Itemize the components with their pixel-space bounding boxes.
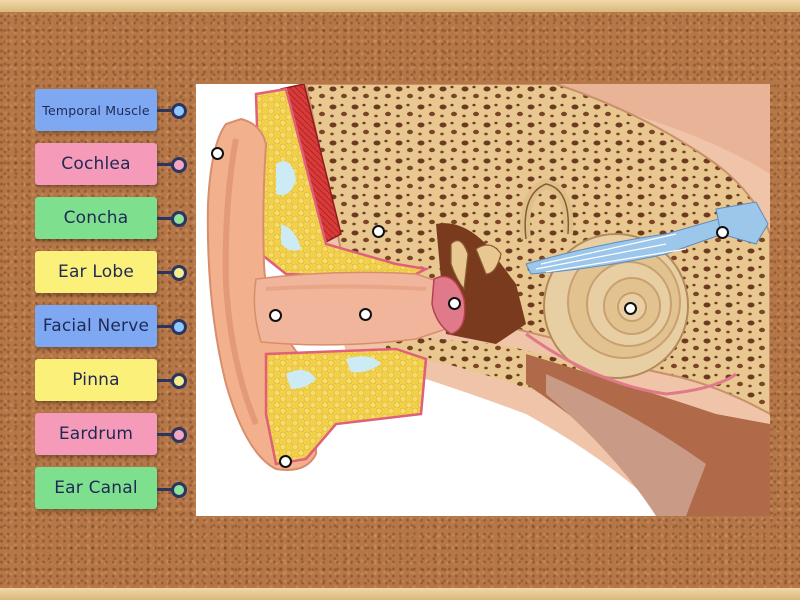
drop-target-marker[interactable] <box>269 309 282 322</box>
label-cochlea[interactable]: Cochlea <box>35 143 157 185</box>
label-knob[interactable] <box>171 319 187 335</box>
label-knob[interactable] <box>171 157 187 173</box>
label-connector <box>157 379 175 382</box>
label-concha[interactable]: Concha <box>35 197 157 239</box>
label-connector <box>157 163 175 166</box>
board-frame-top <box>0 0 800 12</box>
board-frame-bottom <box>0 588 800 600</box>
drop-target-marker[interactable] <box>624 302 637 315</box>
label-temporal-muscle[interactable]: Temporal Muscle <box>35 89 157 131</box>
label-knob[interactable] <box>171 265 187 281</box>
label-connector <box>157 433 175 436</box>
label-knob[interactable] <box>171 373 187 389</box>
label-facial-nerve[interactable]: Facial Nerve <box>35 305 157 347</box>
label-connector <box>157 109 175 112</box>
label-eardrum[interactable]: Eardrum <box>35 413 157 455</box>
label-connector <box>157 488 175 491</box>
label-connector <box>157 217 175 220</box>
drop-target-marker[interactable] <box>279 455 292 468</box>
label-ear-lobe[interactable]: Ear Lobe <box>35 251 157 293</box>
drop-target-marker[interactable] <box>716 226 729 239</box>
drop-target-marker[interactable] <box>448 297 461 310</box>
drop-target-marker[interactable] <box>211 147 224 160</box>
label-knob[interactable] <box>171 427 187 443</box>
drop-target-marker[interactable] <box>372 225 385 238</box>
label-ear-canal[interactable]: Ear Canal <box>35 467 157 509</box>
label-knob[interactable] <box>171 211 187 227</box>
label-pinna[interactable]: Pinna <box>35 359 157 401</box>
label-knob[interactable] <box>171 103 187 119</box>
label-connector <box>157 325 175 328</box>
drop-target-marker[interactable] <box>359 308 372 321</box>
label-knob[interactable] <box>171 482 187 498</box>
label-connector <box>157 271 175 274</box>
ear-anatomy-illustration <box>206 84 770 516</box>
ear-diagram-panel <box>196 84 770 516</box>
